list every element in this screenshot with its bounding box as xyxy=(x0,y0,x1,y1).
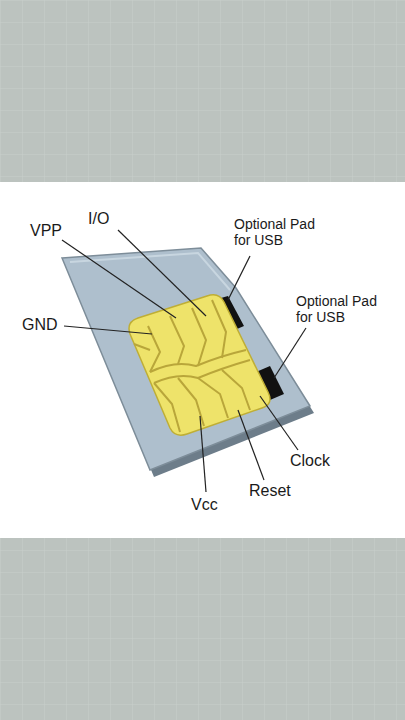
white-panel xyxy=(0,182,405,538)
grid-background xyxy=(0,538,405,720)
pin-label: Clock xyxy=(290,452,330,470)
sim-chip xyxy=(129,295,270,435)
pin-label: GND xyxy=(22,316,58,334)
pin-label: Vcc xyxy=(191,496,218,514)
pad-label: Optional Pad for USB xyxy=(296,293,396,325)
pad-label: Optional Pad for USB xyxy=(234,216,334,248)
grid-background xyxy=(0,0,405,182)
card-highlight xyxy=(70,253,230,290)
leader-lines xyxy=(62,230,306,492)
pin-label: I/O xyxy=(88,210,109,228)
sim-card-body xyxy=(62,248,310,470)
pin-label: Reset xyxy=(249,482,291,500)
pin-label: VPP xyxy=(30,222,62,240)
chip-contact-lines xyxy=(134,300,250,432)
